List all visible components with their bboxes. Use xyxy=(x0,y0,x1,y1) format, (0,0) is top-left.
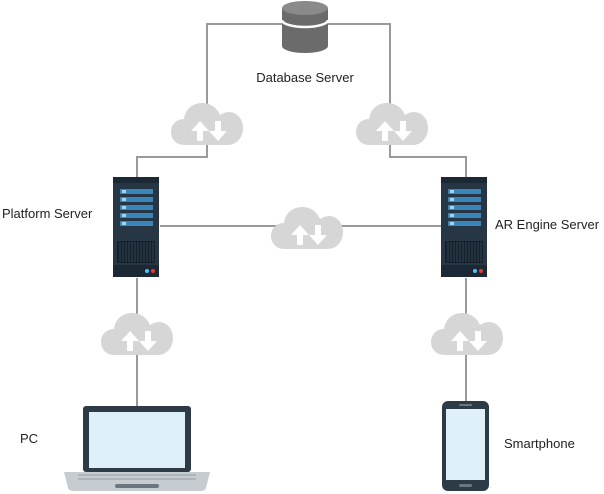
ar-engine-server-label: AR Engine Server xyxy=(495,217,600,232)
laptop-icon xyxy=(64,406,210,491)
database-icon xyxy=(280,1,330,53)
wire-db-right xyxy=(328,23,467,178)
platform-server-rack-icon xyxy=(113,177,159,277)
smartphone-label: Smartphone xyxy=(504,436,575,451)
wire-db-left xyxy=(136,23,282,178)
cloud-transfer-icon xyxy=(271,207,343,249)
cloud-transfer-icon xyxy=(431,313,503,355)
pc-label: PC xyxy=(20,431,38,446)
cloud-transfer-icon xyxy=(171,103,243,145)
smartphone-icon xyxy=(442,401,489,491)
cloud-transfer-icon xyxy=(356,103,428,145)
cloud-transfer-icon xyxy=(101,313,173,355)
database-server-label: Database Server xyxy=(256,70,354,85)
ar-engine-server-rack-icon xyxy=(441,177,487,277)
platform-server-label: Platform Server xyxy=(2,206,93,221)
